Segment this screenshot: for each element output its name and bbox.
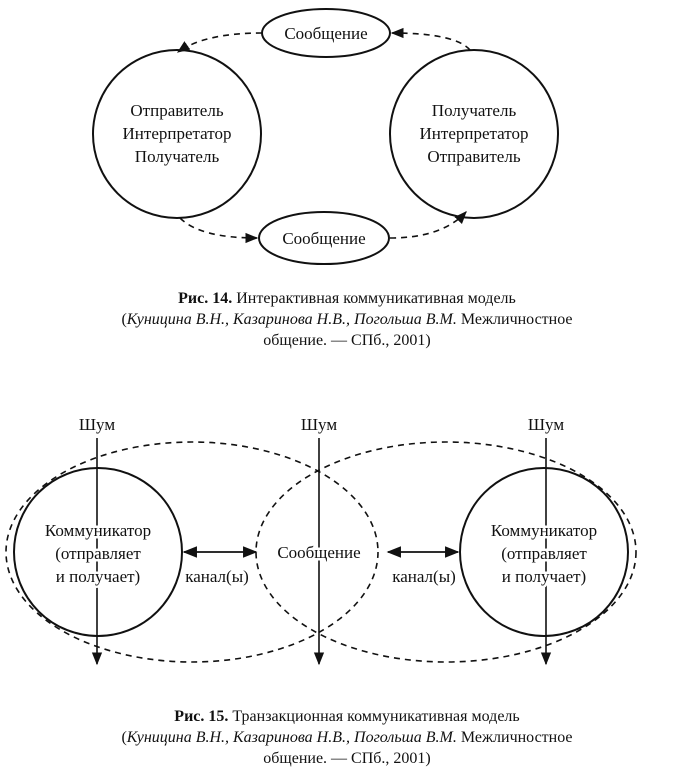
noise-label-center: Шум [301, 415, 337, 434]
message-bottom-label: Сообщение [282, 229, 365, 248]
channel-label-right: канал(ы) [392, 567, 456, 586]
left-field-ellipse [5, 441, 379, 663]
receiver-line-2: Интерпретатор [420, 124, 529, 143]
communicator-left-line-2: (отправляет [55, 544, 141, 563]
arrow-left-bottom-to-message [179, 217, 259, 244]
communicator-right-line-1: Коммуникатор [491, 521, 597, 540]
figure-15-caption-line-2: (Куницина В.Н., Казаринова Н.В., Погольш… [0, 727, 694, 748]
arrow-message-to-left-top [176, 32, 263, 53]
noise-label-left: Шум [79, 415, 115, 434]
sender-line-2: Интерпретатор [123, 124, 232, 143]
right-field-ellipse [255, 441, 637, 663]
figure-14-authors: Куницина В.Н., Казаринова Н.В., Погольша… [126, 311, 457, 328]
communicator-right-line-2: (отправляет [501, 544, 587, 563]
figure-15-authors: Куницина В.Н., Казаринова Н.В., Погольша… [126, 729, 457, 746]
arrow-message-to-right-bottom [389, 211, 467, 239]
communicator-right-circle [459, 467, 629, 637]
channel-label-left: канал(ы) [185, 567, 249, 586]
figure-14-open-paren: ( [121, 311, 127, 328]
figure-14-work: Межличностное [460, 311, 573, 328]
figure-15-open-paren: ( [121, 729, 127, 746]
figure-14-title: Интерактивная коммуникативная модель [236, 290, 516, 307]
communicator-left-circle [13, 467, 183, 637]
communicator-left-text: Коммуникатор (отправляет и получает) [42, 519, 153, 589]
sender-line-3: Получатель [135, 147, 220, 166]
receiver-line-3: Отправитель [427, 147, 520, 166]
figure-14-caption: Рис. 14. Интерактивная коммуникативная м… [0, 288, 694, 351]
figure-14-number: Рис. 14. [178, 290, 233, 307]
figure-15-caption-line-3: общение. — СПб., 2001) [263, 750, 431, 767]
noise-label-right: Шум [528, 415, 564, 434]
message-top-label: Сообщение [284, 24, 367, 43]
figure-14-caption-line-2: (Куницина В.Н., Казаринова Н.В., Погольш… [0, 309, 694, 330]
figure-15-caption: Рис. 15. Транзакционная коммуникативная … [0, 706, 694, 769]
communicator-left-line-3: и получает) [56, 567, 140, 586]
communicator-right-line-3: и получает) [502, 567, 586, 586]
figure-15-title: Транзакционная коммуникативная модель [232, 708, 520, 725]
sender-line-1: Отправитель [130, 101, 223, 120]
figure-15: Шум Шум Шум Коммуникатор (отправляет и п… [5, 415, 637, 666]
figure-14: Сообщение Сообщение Отправитель Интерпре… [92, 8, 559, 265]
figure-15-caption-line-1: Рис. 15. Транзакционная коммуникативная … [0, 706, 694, 727]
receiver-line-1: Получатель [432, 101, 517, 120]
figure-14-caption-line-1: Рис. 14. Интерактивная коммуникативная м… [0, 288, 694, 309]
message-bottom-ellipse [258, 211, 390, 265]
figure-14-caption-line-3: общение. — СПб., 2001) [263, 332, 431, 349]
arrow-top-right-to-message [390, 27, 471, 51]
communicator-right-text: Коммуникатор (отправляет и получает) [488, 519, 599, 589]
figure-15-work: Межличностное [460, 729, 573, 746]
communicator-left-line-1: Коммуникатор [45, 521, 151, 540]
message-center-label: Сообщение [277, 543, 360, 562]
figure-15-number: Рис. 15. [174, 708, 229, 725]
receiver-circle [389, 49, 559, 219]
